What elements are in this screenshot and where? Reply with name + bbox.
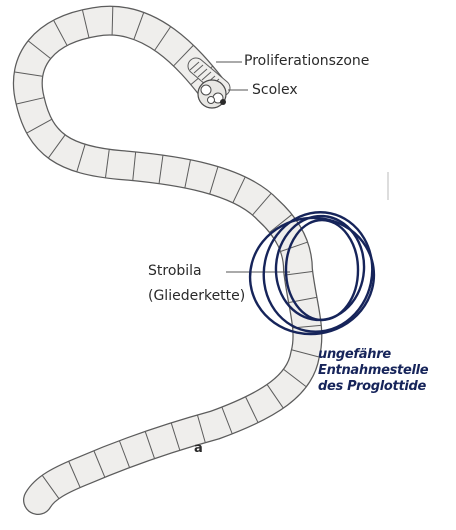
strobila-label: Strobila	[148, 262, 202, 280]
scolex-head	[198, 80, 226, 108]
proglottid-divider	[112, 7, 113, 35]
proliferation-zone-label: Proliferationszone	[244, 52, 369, 70]
handwritten-note-line3: des Proglottide	[318, 380, 426, 393]
scolex-label: Scolex	[252, 81, 298, 99]
panel-label: a	[194, 440, 203, 458]
handwritten-note-line2: Entnahmestelle	[318, 364, 428, 377]
strobila-sublabel: (Gliederkette)	[148, 287, 245, 305]
handwritten-note-line1: ungefähre	[318, 348, 391, 361]
